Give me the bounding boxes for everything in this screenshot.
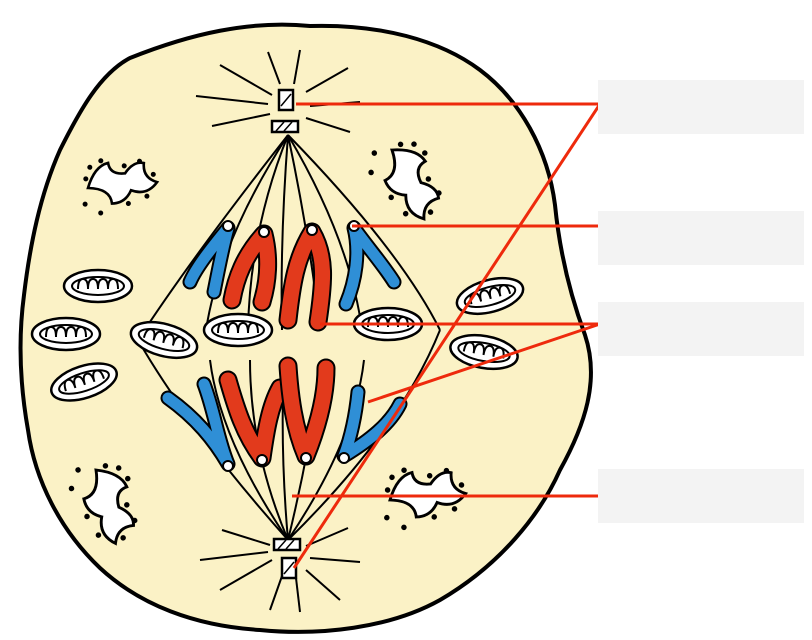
label-box-3[interactable] <box>598 302 804 356</box>
cell-membrane <box>21 25 591 632</box>
label-box-1[interactable] <box>598 80 804 134</box>
label-box-2[interactable] <box>598 211 804 265</box>
mitochondrion <box>32 318 100 350</box>
mitochondrion <box>204 314 272 346</box>
mitochondrion <box>64 270 132 302</box>
label-box-4[interactable] <box>598 469 804 523</box>
